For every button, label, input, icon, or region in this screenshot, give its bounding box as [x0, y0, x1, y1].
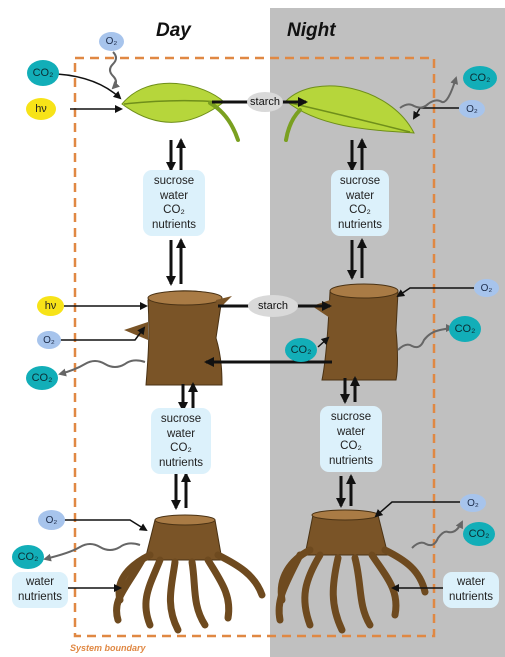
co2-day-root-oval: CO₂: [12, 545, 44, 569]
o2-day-leaf-oval: O₂: [99, 32, 124, 51]
soil-nutrients: nutrients: [443, 590, 499, 605]
flow-sucrose: sucrose: [320, 410, 382, 425]
flow-water: water: [151, 427, 211, 442]
co2-night-stem-oval: CO₂: [449, 316, 481, 342]
system-boundary-label: System boundary: [70, 643, 146, 653]
co2-night-leaf-oval: CO₂: [463, 66, 497, 90]
flow-nutrients: nutrients: [320, 454, 382, 469]
starch-leaf-oval: starch: [247, 92, 283, 112]
o2-night-leaf-oval: O₂: [459, 100, 485, 118]
flow-co2: CO₂: [151, 441, 211, 456]
flow-nutrients: nutrients: [331, 218, 389, 233]
co2-day-stem-oval: CO₂: [26, 366, 58, 390]
day-stem: [124, 291, 232, 385]
stem-root-transport-day: sucrose water CO₂ nutrients: [151, 408, 211, 474]
o2-night-stem-oval: O₂: [474, 279, 499, 297]
flow-sucrose: sucrose: [151, 412, 211, 427]
soil-water: water: [443, 575, 499, 590]
soil-input-day: water nutrients: [12, 572, 68, 608]
o2-day-root-oval: O₂: [38, 510, 65, 530]
o2-night-root-oval: O₂: [460, 494, 486, 512]
light-stem-oval: hν: [37, 296, 64, 316]
light-leaf-oval: hν: [26, 98, 56, 120]
flow-sucrose: sucrose: [143, 174, 205, 189]
flow-nutrients: nutrients: [151, 456, 211, 471]
flow-nutrients: nutrients: [143, 218, 205, 233]
day-header: Day: [156, 20, 191, 42]
co2-night-root-oval: CO₂: [463, 522, 495, 546]
day-root: [117, 515, 262, 630]
soil-nutrients: nutrients: [12, 590, 68, 605]
flow-co2: CO₂: [143, 203, 205, 218]
flow-co2: CO₂: [320, 439, 382, 454]
co2-day-leaf-oval: CO₂: [27, 60, 59, 86]
flow-co2: CO₂: [331, 203, 389, 218]
soil-water: water: [12, 575, 68, 590]
flow-water: water: [320, 425, 382, 440]
o2-day-stem-oval: O₂: [37, 331, 61, 349]
starch-stem-oval: starch: [248, 295, 298, 317]
soil-input-night: water nutrients: [443, 572, 499, 608]
night-header: Night: [287, 20, 336, 42]
stem-root-transport-night: sucrose water CO₂ nutrients: [320, 406, 382, 472]
flow-sucrose: sucrose: [331, 174, 389, 189]
flow-water: water: [143, 189, 205, 204]
day-leaf: [122, 83, 238, 140]
leaf-stem-transport-night: sucrose water CO₂ nutrients: [331, 170, 389, 236]
flow-water: water: [331, 189, 389, 204]
leaf-stem-transport-day: sucrose water CO₂ nutrients: [143, 170, 205, 236]
co2-night-stem-inner-oval: CO₂: [285, 338, 317, 362]
